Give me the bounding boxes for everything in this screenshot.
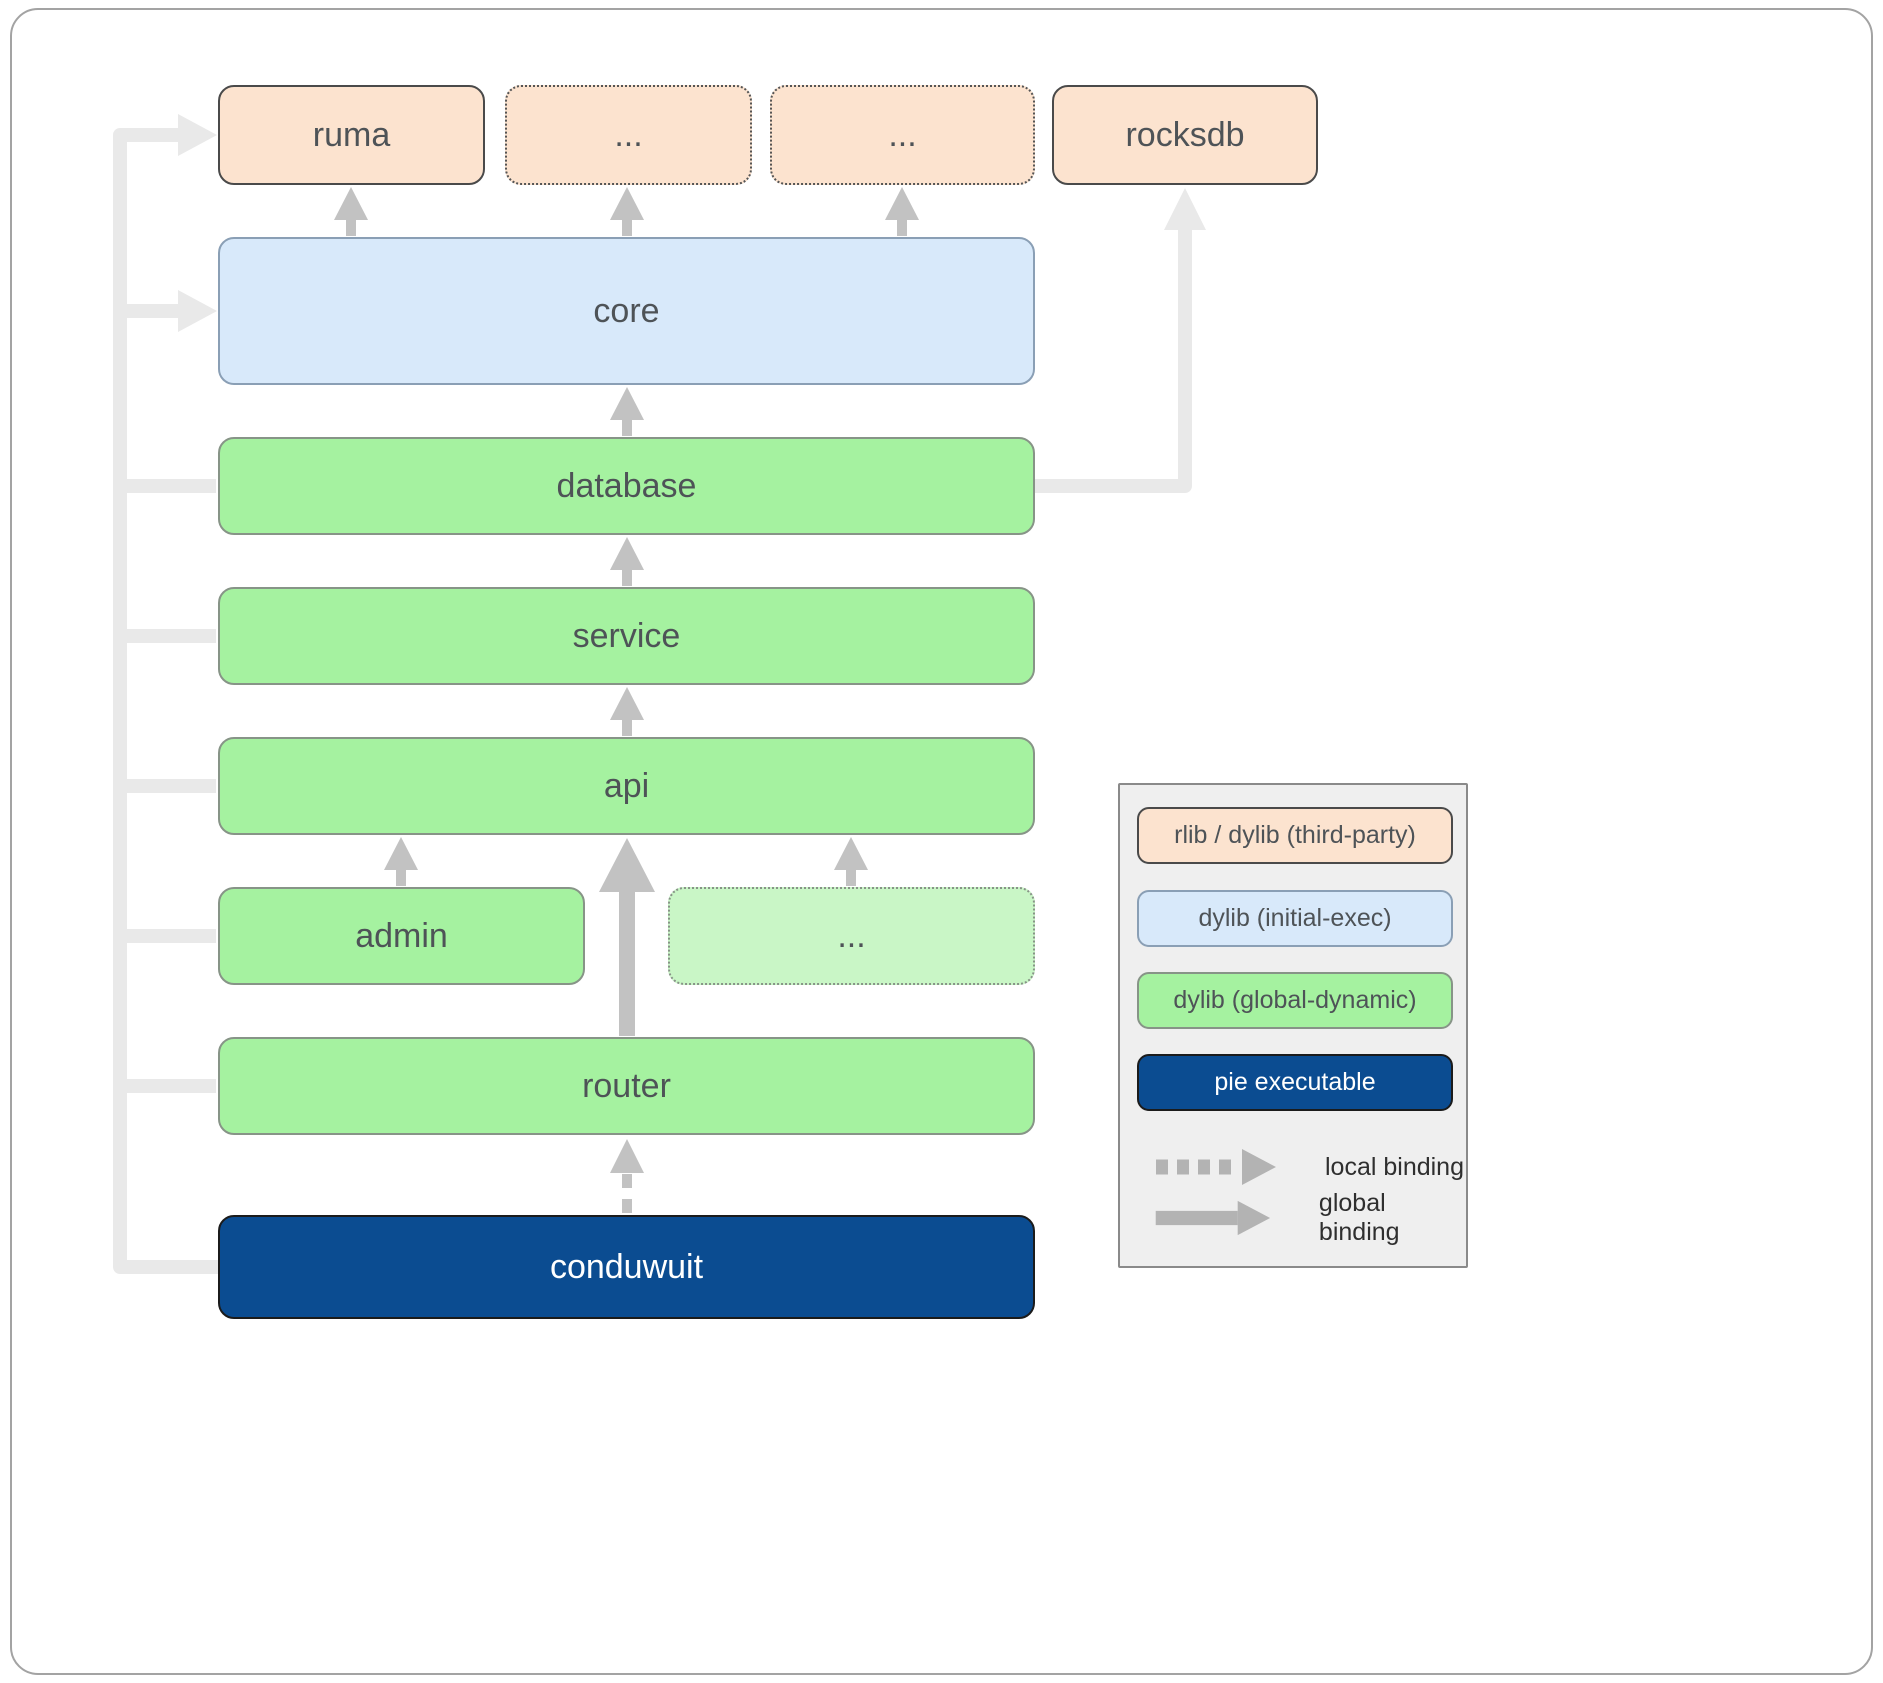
legend-pie-executable-label: pie executable — [1214, 1068, 1376, 1096]
node-ruma-label: ruma — [312, 115, 391, 154]
node-admin: admin — [218, 887, 585, 985]
legend-swatch-global-dynamic: dylib (global-dynamic) — [1137, 972, 1453, 1029]
legend-initial-exec-label: dylib (initial-exec) — [1198, 904, 1392, 932]
legend-global-binding-row: global binding — [1150, 1189, 1466, 1246]
global-binding-arrow-icon — [1155, 1200, 1271, 1236]
local-binding-arrow-icon — [1156, 1149, 1276, 1185]
node-conduwuit-label: conduwuit — [549, 1247, 704, 1286]
node-core-label: core — [593, 291, 660, 330]
node-router: router — [218, 1037, 1035, 1135]
global-binding-spine-conduwuit — [113, 114, 218, 1274]
node-conduwuit: conduwuit — [218, 1215, 1035, 1319]
node-api: api — [218, 737, 1035, 835]
legend-swatch-initial-exec: dylib (initial-exec) — [1137, 890, 1453, 947]
legend-third-party-label: rlib / dylib (third-party) — [1174, 821, 1416, 849]
legend-local-binding-label: local binding — [1325, 1152, 1464, 1181]
legend-local-binding-row: local binding — [1150, 1145, 1464, 1189]
node-ellipsis-top-left-label: ... — [614, 115, 643, 154]
node-ellipsis-top-right: ... — [770, 85, 1035, 185]
local-binding-arrow-conduwuit-router — [610, 1139, 644, 1213]
legend-swatch-pie-executable: pie executable — [1137, 1054, 1453, 1111]
legend-global-dynamic-label: dylib (global-dynamic) — [1173, 986, 1417, 1014]
legend: rlib / dylib (third-party) dylib (initia… — [1118, 783, 1468, 1268]
node-core: core — [218, 237, 1035, 385]
legend-swatch-third-party: rlib / dylib (third-party) — [1137, 807, 1453, 864]
node-ellipsis-top-right-label: ... — [888, 115, 917, 154]
global-binding-arrows — [334, 187, 919, 1036]
outer-frame — [10, 8, 1873, 1675]
node-ellipsis-top-left: ... — [505, 85, 752, 185]
node-rocksdb: rocksdb — [1052, 85, 1318, 185]
node-ellipsis-mid: ... — [668, 887, 1035, 985]
node-admin-label: admin — [355, 916, 448, 955]
node-service-label: service — [572, 616, 681, 655]
node-database-label: database — [556, 466, 697, 505]
node-ellipsis-mid-label: ... — [837, 916, 866, 955]
global-binding-database-rocksdb — [1035, 188, 1206, 493]
node-service: service — [218, 587, 1035, 685]
node-api-label: api — [603, 766, 650, 805]
node-router-label: router — [582, 1066, 671, 1105]
legend-global-binding-label: global binding — [1318, 1189, 1400, 1246]
node-ruma: ruma — [218, 85, 485, 185]
node-database: database — [218, 437, 1035, 535]
node-rocksdb-label: rocksdb — [1125, 115, 1245, 154]
